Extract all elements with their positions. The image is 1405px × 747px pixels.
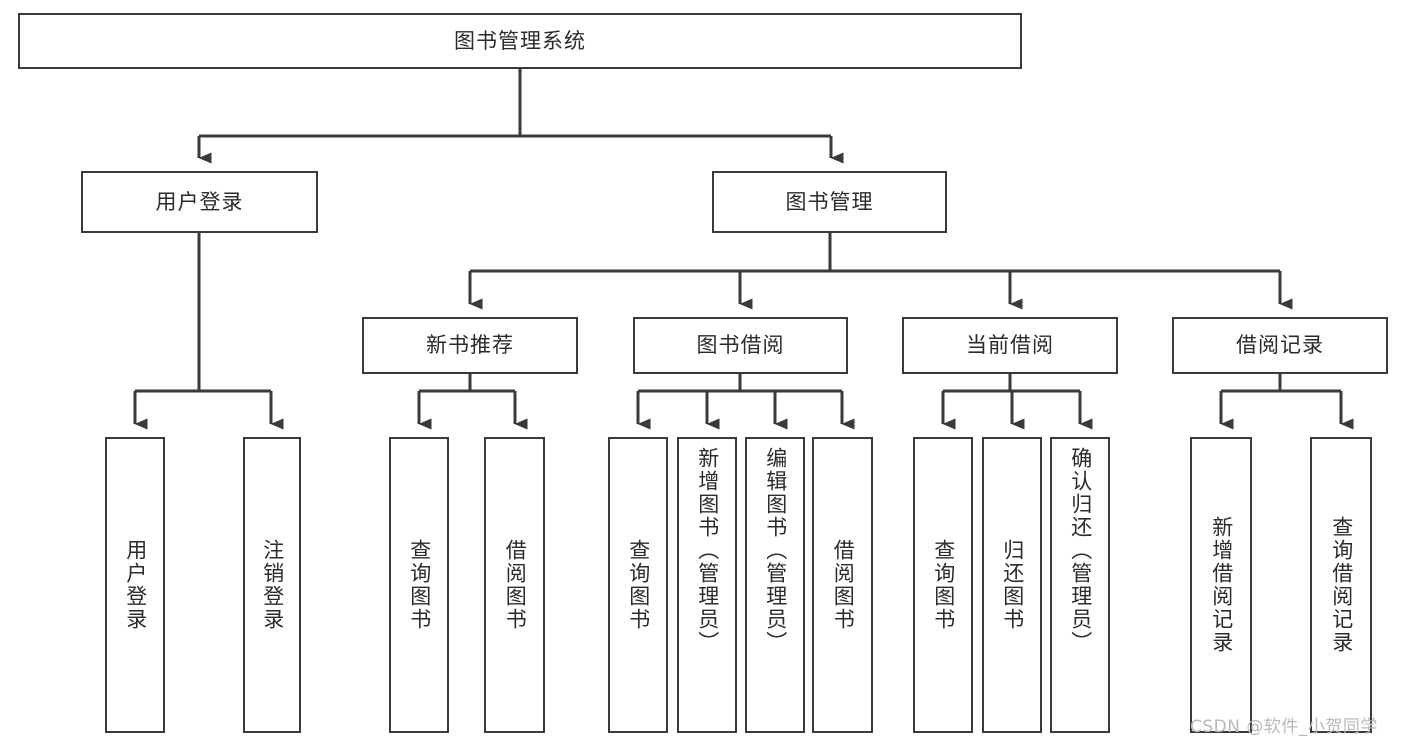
node-leaf-borrow-book-2[interactable]: 借阅图书 bbox=[812, 437, 873, 733]
node-leaf-confirm-return-label: 确认归还（管理员） bbox=[1068, 447, 1093, 654]
node-leaf-borrow-book-2-label: 借阅图书 bbox=[831, 539, 856, 631]
node-leaf-add-book-admin-label: 新增图书（管理员） bbox=[695, 447, 720, 654]
edges-borrowrecord-to-leaves bbox=[1219, 374, 1354, 430]
node-book-manage[interactable]: 图书管理 bbox=[712, 171, 947, 233]
node-leaf-logout-label: 注销登录 bbox=[260, 539, 285, 631]
node-leaf-add-record[interactable]: 新增借阅记录 bbox=[1190, 437, 1252, 733]
node-new-book-recommend[interactable]: 新书推荐 bbox=[362, 317, 578, 374]
node-leaf-confirm-return[interactable]: 确认归还（管理员） bbox=[1050, 437, 1110, 733]
node-current-borrow-label: 当前借阅 bbox=[966, 333, 1054, 357]
node-leaf-query-book-1[interactable]: 查询图书 bbox=[389, 437, 449, 733]
node-borrow-record-label: 借阅记录 bbox=[1236, 333, 1324, 357]
node-leaf-query-record-label: 查询借阅记录 bbox=[1329, 516, 1354, 654]
node-leaf-query-book-3[interactable]: 查询图书 bbox=[913, 437, 973, 733]
node-user-login[interactable]: 用户登录 bbox=[81, 171, 318, 233]
node-leaf-return-book-label: 归还图书 bbox=[1000, 539, 1025, 631]
edges-root-to-level2 bbox=[197, 69, 844, 164]
edges-newbook-to-leaves bbox=[417, 374, 528, 430]
edges-userlogin-to-leaves bbox=[133, 233, 284, 430]
node-leaf-query-book-2-label: 查询图书 bbox=[626, 539, 651, 631]
node-leaf-query-book-1-label: 查询图书 bbox=[407, 539, 432, 631]
node-leaf-edit-book-admin-label: 编辑图书（管理员） bbox=[763, 447, 788, 654]
edges-currentborrow-to-leaves bbox=[941, 374, 1093, 430]
node-leaf-edit-book-admin[interactable]: 编辑图书（管理员） bbox=[745, 437, 805, 733]
node-leaf-query-book-3-label: 查询图书 bbox=[931, 539, 956, 631]
node-leaf-add-record-label: 新增借阅记录 bbox=[1209, 516, 1234, 654]
edges-bookborrow-to-leaves bbox=[636, 374, 855, 430]
node-leaf-query-record[interactable]: 查询借阅记录 bbox=[1310, 437, 1372, 733]
node-leaf-user-login-label: 用户登录 bbox=[123, 539, 148, 631]
node-leaf-borrow-book-1[interactable]: 借阅图书 bbox=[484, 437, 545, 733]
node-leaf-borrow-book-1-label: 借阅图书 bbox=[503, 539, 528, 631]
edges-bookmanage-to-level3 bbox=[468, 233, 1293, 310]
node-leaf-return-book[interactable]: 归还图书 bbox=[982, 437, 1042, 733]
node-leaf-add-book-admin[interactable]: 新增图书（管理员） bbox=[677, 437, 737, 733]
node-root-label: 图书管理系统 bbox=[454, 28, 586, 53]
node-book-borrow[interactable]: 图书借阅 bbox=[633, 317, 848, 374]
watermark-text: CSDN @软件_小贺同学 bbox=[1190, 717, 1378, 737]
node-current-borrow[interactable]: 当前借阅 bbox=[902, 317, 1118, 374]
node-root[interactable]: 图书管理系统 bbox=[18, 13, 1022, 69]
node-borrow-record[interactable]: 借阅记录 bbox=[1172, 317, 1388, 374]
node-leaf-user-login[interactable]: 用户登录 bbox=[105, 437, 165, 733]
node-book-manage-label: 图书管理 bbox=[785, 189, 874, 214]
node-new-book-recommend-label: 新书推荐 bbox=[426, 333, 514, 357]
node-leaf-logout[interactable]: 注销登录 bbox=[243, 437, 301, 733]
node-book-borrow-label: 图书借阅 bbox=[696, 333, 785, 357]
node-leaf-query-book-2[interactable]: 查询图书 bbox=[608, 437, 668, 733]
node-user-login-label: 用户登录 bbox=[155, 189, 244, 214]
